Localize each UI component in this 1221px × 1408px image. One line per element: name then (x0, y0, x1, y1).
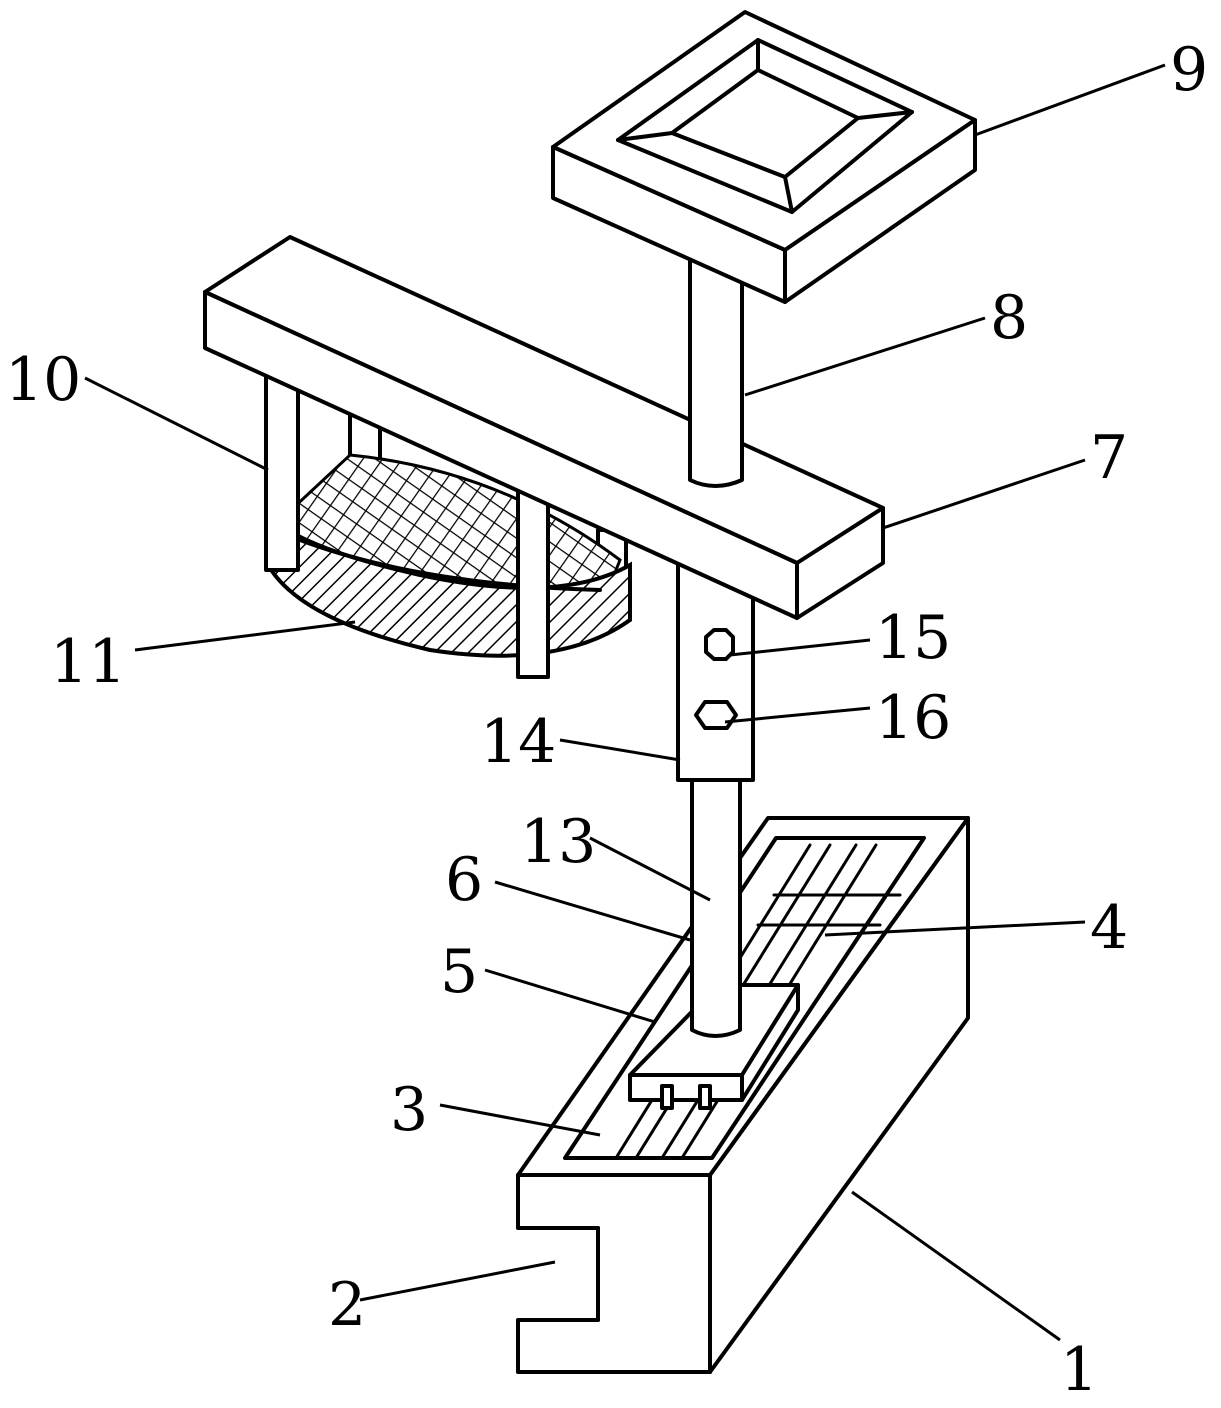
label-8: 8 (990, 283, 1028, 353)
leader-2 (360, 1262, 555, 1300)
bolt-16 (696, 702, 736, 728)
leader-11 (135, 622, 355, 650)
leader-10 (85, 378, 268, 470)
label-5: 5 (440, 937, 478, 1007)
label-14: 14 (480, 707, 556, 777)
label-11: 11 (50, 627, 126, 697)
leader-14 (560, 740, 680, 760)
label-7: 7 (1090, 423, 1128, 493)
label-16: 16 (875, 683, 951, 753)
label-9: 9 (1170, 35, 1208, 105)
leader-8 (745, 318, 985, 395)
label-13: 13 (520, 807, 596, 877)
label-15: 15 (875, 603, 951, 673)
leader-9 (975, 65, 1165, 135)
leader-5 (485, 970, 655, 1022)
label-1: 1 (1060, 1335, 1098, 1405)
label-3: 3 (390, 1075, 428, 1145)
label-2: 2 (328, 1270, 366, 1340)
leader-7 (883, 460, 1085, 528)
bolt-15 (706, 630, 733, 659)
tray (553, 12, 975, 302)
leader-6 (495, 882, 690, 940)
label-4: 4 (1090, 893, 1128, 963)
label-6: 6 (445, 845, 483, 915)
lower-rod (692, 775, 740, 1036)
leader-1 (852, 1192, 1060, 1340)
label-10: 10 (5, 345, 81, 415)
